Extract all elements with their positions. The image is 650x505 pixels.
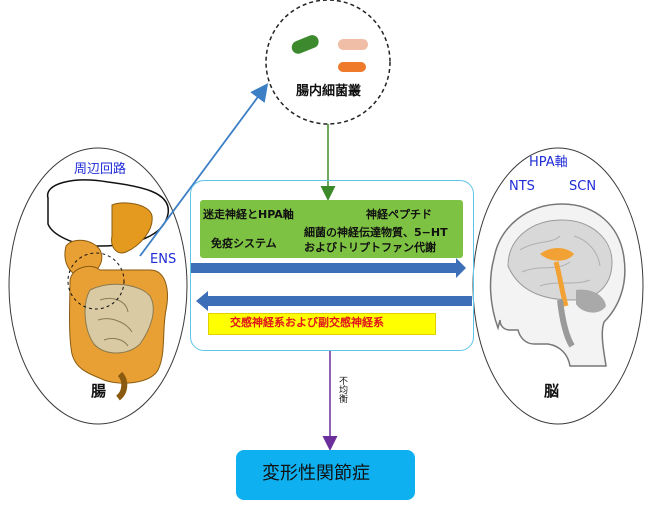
microbiota-label: 腸内細菌叢 — [296, 84, 362, 99]
gut-organ-label: 腸 — [91, 382, 107, 400]
pathway-green-box — [200, 200, 463, 258]
brain-organ-label: 脳 — [544, 382, 560, 400]
brain-to-gut-arrow — [196, 291, 472, 311]
pathway-frame — [190, 180, 474, 351]
bacteria-icon — [291, 35, 368, 72]
gut-to-microbiota-arrow — [139, 83, 269, 257]
brain-scn-label: SCN — [569, 179, 597, 194]
autonomic-box — [208, 313, 436, 335]
intestine-illustration — [47, 179, 169, 401]
outcome-label: 変形性関節症 — [262, 463, 370, 484]
neurotransmitter-label-2: およびトリプトファン代謝 — [304, 241, 436, 254]
autonomic-label: 交感神経系および副交感神経系 — [230, 316, 384, 329]
imbalance-label: 不均衡 — [337, 376, 347, 403]
gut-oval — [8, 147, 188, 425]
head-brain-illustration — [489, 203, 626, 367]
gut-to-brain-arrow — [190, 258, 466, 278]
ens-label: ENS — [150, 252, 177, 267]
outcome-box — [236, 450, 415, 500]
immune-system-label: 免疫システム — [211, 237, 277, 250]
gut-circuit-label: 周辺回路 — [74, 162, 127, 177]
brain-hpa-label: HPA軸 — [529, 155, 568, 170]
brain-nts-label: NTS — [509, 179, 535, 194]
vagus-hpa-label: 迷走神経とHPA軸 — [203, 208, 294, 221]
neurotransmitter-label-1: 細菌の神経伝達物質、5−HT — [304, 226, 448, 239]
neuropeptide-label: 神経ペプチド — [366, 208, 432, 221]
microbiota-circle — [265, 0, 391, 125]
